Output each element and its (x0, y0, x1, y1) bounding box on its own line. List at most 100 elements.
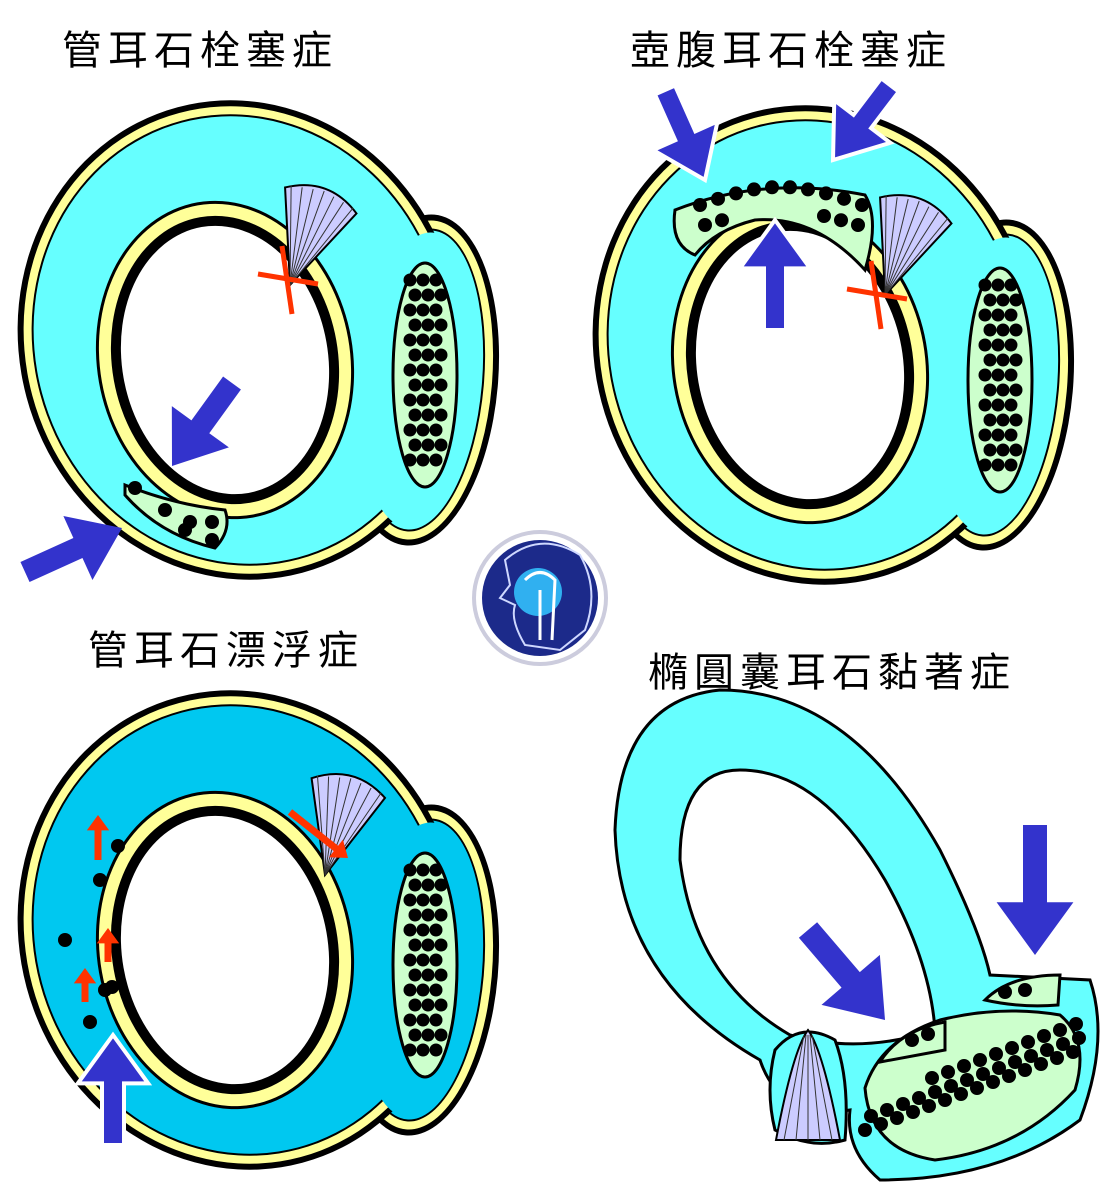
otolith-dot (421, 348, 435, 362)
cupula-line (884, 195, 887, 296)
arrow-pointer (996, 825, 1074, 955)
otolith-dot (986, 1075, 1000, 1089)
otolith-dot (1004, 338, 1018, 352)
otolith-dot (765, 180, 779, 195)
otolith-dot (416, 333, 430, 347)
otolith-dot (996, 443, 1010, 457)
otolith-dot (403, 983, 417, 997)
inner-hole (120, 815, 330, 1085)
otolith-dot (855, 198, 869, 212)
otolith-dot (783, 180, 797, 195)
otolith-dot (429, 453, 443, 467)
otolith-dot (205, 515, 219, 529)
otolith-dot (1004, 308, 1018, 322)
otolith-dot (991, 398, 1005, 412)
otolith-dot (864, 1109, 878, 1123)
cupula-line (324, 777, 341, 876)
otolith-dot (1002, 1069, 1016, 1083)
otolith-dot (954, 1087, 968, 1101)
otolith-dot (978, 368, 992, 382)
otolith-dot (178, 523, 192, 537)
otolith-dot (858, 1123, 872, 1137)
otolith-dot (996, 293, 1010, 307)
otolith-dot (416, 393, 430, 407)
otolith-dot (998, 985, 1012, 999)
otolith-dot (922, 1099, 936, 1113)
arrow-pointer (73, 1031, 153, 1147)
otolith-dot (1004, 368, 1018, 382)
otolith-dot (715, 213, 729, 228)
otolith-dot (205, 533, 219, 547)
otolith-dot (817, 209, 831, 224)
otolith-dot (1053, 1023, 1067, 1037)
panel-canalith-floating (17, 690, 500, 1170)
otolith-dot (403, 393, 417, 407)
arrow-pointer-shape (648, 82, 721, 184)
title-canalolithiasis-floating: 管耳石漂浮症 (88, 628, 364, 674)
otolith-dot (429, 273, 443, 287)
otolith-dot (429, 393, 443, 407)
cupula-line (324, 783, 362, 876)
otolith-dot (128, 481, 142, 495)
otolith-dot (1009, 413, 1023, 427)
ampulla-otolith-mass (672, 186, 874, 273)
otolith-dot (991, 308, 1005, 322)
cupula-line (289, 207, 354, 286)
otolith-dot (421, 318, 435, 332)
cupula-line (809, 1034, 821, 1141)
otolith-dot (408, 878, 422, 892)
otolith-dot (434, 938, 448, 952)
otolith-dot (416, 363, 430, 377)
otolith-dot (429, 363, 443, 377)
otolith-dot (434, 348, 448, 362)
otolith-dot (408, 1028, 422, 1042)
otolith-dot (416, 863, 430, 877)
otolith-dot (978, 428, 992, 442)
otolith-dot (421, 378, 435, 392)
otolith-dot (416, 983, 430, 997)
cupula (774, 1028, 842, 1141)
otolith-dot (429, 923, 443, 937)
otolith-dot (416, 453, 430, 467)
otolith-dot (906, 1105, 920, 1119)
otolith-dot (1034, 1057, 1048, 1071)
otolith-dot (421, 408, 435, 422)
cupula-line (289, 189, 314, 286)
otolith-dot (1004, 428, 1018, 442)
otolith-dot (989, 1047, 1003, 1061)
otolith-dot (1009, 323, 1023, 337)
otolith-dot (403, 1043, 417, 1057)
otolith-dot (403, 423, 417, 437)
otolith-dot (1066, 1045, 1080, 1059)
cupula-line (783, 1034, 805, 1141)
cupula-line (324, 792, 382, 876)
otolith-dot (403, 303, 417, 317)
otolith-dot (98, 983, 112, 997)
otolith-dot (408, 348, 422, 362)
otolith-dot (429, 423, 443, 437)
cupula-line (316, 775, 326, 876)
otolith-dot (851, 218, 865, 232)
title-canalolithiasis-jam: 管耳石栓塞症 (62, 28, 338, 74)
panel-ampulla-jam (592, 75, 1075, 585)
arrow-pointer-shape (830, 75, 902, 163)
otolith-dot (434, 288, 448, 302)
otolith-dot (991, 338, 1005, 352)
otolith-dot (421, 998, 435, 1012)
otolith-dot (747, 182, 761, 197)
otolith-dot (729, 186, 743, 201)
otolith-dot (434, 908, 448, 922)
otolith-dot (403, 1013, 417, 1027)
jammed-otolith-plug (123, 482, 229, 550)
otolith-dot (896, 1097, 910, 1111)
otolith-dot (429, 303, 443, 317)
otolith-dot (429, 983, 443, 997)
otolith-dot (880, 1103, 894, 1117)
arrow-pointer-shape (20, 515, 123, 583)
otolith-dot (874, 1117, 888, 1131)
otolith-dot (434, 998, 448, 1012)
cupula-line (795, 1034, 807, 1141)
otolith-dot (1009, 443, 1023, 457)
otolith-dot (1040, 1043, 1054, 1057)
otolith-dot (938, 1093, 952, 1107)
